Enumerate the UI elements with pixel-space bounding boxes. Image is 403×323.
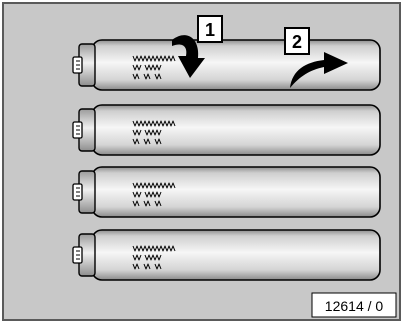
tube-body [91,166,381,218]
fluorescent-tube [72,104,381,156]
step-label-2: 2 [284,27,310,55]
fluorescent-tube [72,229,381,281]
tube-marking [132,120,176,127]
tube-marking [132,73,162,80]
pull-out-arrow-shape [290,52,348,88]
step-number: 2 [292,32,302,52]
tube-group [72,39,381,281]
fluorescent-tube [72,166,381,218]
tube-marking [132,64,162,71]
callout-group: 12 [172,15,348,88]
tube-marking [132,245,176,252]
tube-marking [132,182,176,189]
tube-marking [132,138,162,145]
step-number: 1 [205,20,215,40]
rotate-arrow [172,35,205,78]
reference-code-box [311,292,397,318]
tube-marking [132,191,162,198]
reference-code: 12614 / 0 [325,298,384,314]
step-label-box [197,15,223,43]
tube-marking [132,55,176,62]
tube-marking [132,200,162,207]
tube-body [91,104,381,156]
tube-marking [132,129,162,136]
tube-marking [132,263,162,270]
step-label-1: 1 [197,15,223,43]
step-label-box [284,27,310,55]
rotate-arrow-shape [172,35,205,78]
tube-marking [132,254,162,261]
tube-body [91,229,381,281]
pull-out-arrow [290,52,348,88]
